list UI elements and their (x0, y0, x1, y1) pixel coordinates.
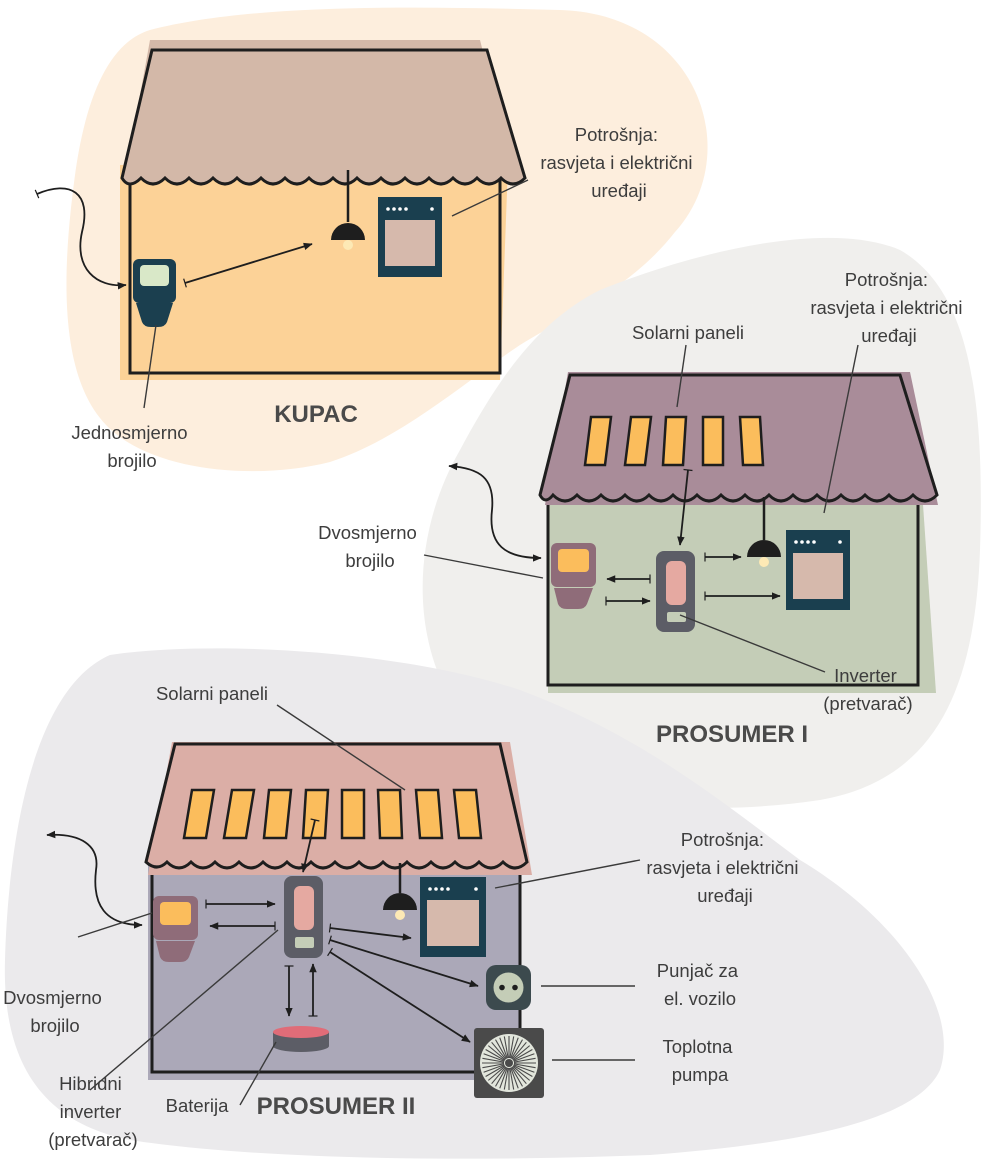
socket-icon (486, 965, 531, 1010)
appliance-icon (378, 197, 442, 277)
fan-spoke (513, 1063, 536, 1069)
battery-icon (273, 1026, 329, 1052)
kupac-consumption-label: Potrošnja: rasvjeta i električni uređaji (540, 124, 697, 201)
kupac-meter-label: Jednosmjerno brojilo (71, 422, 192, 471)
fan-spoke (513, 1057, 536, 1063)
fan-spoke (483, 1064, 505, 1073)
prosumer1-title: PROSUMER I (656, 721, 808, 748)
prosumer2-house (46, 742, 544, 1098)
prosumer2-charger-label: Punjač za el. vozilo (657, 960, 743, 1009)
meter-icon (133, 259, 176, 327)
prosumer2-labels: PROSUMER II Solarni paneli Potrošnja: ra… (3, 683, 803, 1150)
prosumer2-meter-label: Dvosmjerno brojilo (3, 987, 107, 1036)
heat-pump-icon (474, 1028, 544, 1098)
kupac-labels: KUPAC Potrošnja: rasvjeta i električni u… (71, 124, 697, 471)
fan-spoke (485, 1049, 505, 1061)
prosumer1-grid-arrow (448, 462, 542, 562)
fan-spoke (499, 1067, 508, 1089)
solar-panel-icon (583, 415, 765, 467)
fan-spoke (491, 1041, 507, 1060)
fan-spoke (495, 1039, 507, 1059)
prosumer2-inverter-label: Hibridni inverter (pretvarač) (48, 1073, 137, 1150)
fan-spoke (482, 1063, 505, 1069)
fan-spoke (495, 1067, 507, 1087)
prosumer2-title: PROSUMER II (257, 1093, 416, 1120)
prosumer2-consumption-label: Potrošnja: rasvjeta i električni uređaji (646, 829, 803, 906)
appliance-icon (786, 530, 850, 610)
fan-spoke (511, 1041, 527, 1060)
fan-spoke (485, 1065, 505, 1077)
fan-spoke (510, 1067, 519, 1089)
fan-spoke (513, 1049, 533, 1061)
fan-spoke (510, 1037, 519, 1059)
fan-spoke (509, 1067, 515, 1090)
prosumer1-labels: PROSUMER I Solarni paneli Potrošnja: ras… (318, 269, 967, 748)
prosumer1-roof (538, 373, 939, 503)
meter-icon (551, 543, 596, 609)
kupac-house (34, 40, 527, 380)
appliance-icon (420, 877, 486, 957)
callout-lines (77, 179, 859, 1106)
fan-spoke (499, 1037, 508, 1059)
prosumer2-battery-label: Baterija (166, 1095, 229, 1116)
bulb-icon (383, 863, 417, 920)
inverter-icon (656, 551, 695, 632)
bulb-icon (747, 497, 781, 567)
fan-spoke (482, 1057, 505, 1063)
fan-spoke (511, 1039, 523, 1059)
meter-icon (153, 896, 198, 962)
fan-spoke (503, 1067, 509, 1090)
prosumer1-solar-label: Solarni paneli (632, 322, 744, 343)
fan-spoke (513, 1053, 535, 1062)
bulb-icon (331, 170, 365, 250)
kupac-roof (120, 48, 527, 186)
fan-spoke (503, 1036, 509, 1059)
prosumer2-solar-label: Solarni paneli (156, 683, 268, 704)
kupac-title: KUPAC (274, 401, 358, 428)
prosumer2-heatpump-label: Toplotna pumpa (662, 1036, 737, 1085)
fan-spoke (511, 1067, 523, 1087)
kupac-wall (128, 163, 502, 375)
prosumer1-inverter-label: Inverter (pretvarač) (823, 665, 912, 714)
prosumer1-panel-to-inverter-arrow (677, 468, 693, 546)
fan-spoke (491, 1066, 507, 1085)
fan-spoke (512, 1065, 531, 1081)
inverter-icon (284, 876, 323, 958)
prosumer2-grid-arrow (46, 830, 143, 929)
prosumer2-inverter-to-heatpump-arrow (327, 947, 471, 1043)
fan-spoke (511, 1066, 527, 1085)
fan-spoke (509, 1036, 515, 1059)
kupac-meter-to-bulb-arrow (183, 242, 313, 288)
fan-spoke (513, 1064, 535, 1073)
prosumer1-house (448, 372, 939, 693)
fan-spoke (483, 1053, 505, 1062)
fan-spoke (487, 1065, 506, 1081)
kupac-grid-arrow (34, 187, 127, 290)
prosumer1-wall (546, 488, 920, 687)
fan-spoke (513, 1065, 533, 1077)
prosumer1-meter-label: Dvosmjerno brojilo (318, 522, 422, 571)
prosumer2-panel-to-inverter-arrow (301, 818, 320, 873)
prosumer1-consumption-label: Potrošnja: rasvjeta i električni uređaji (810, 269, 967, 346)
fan-spoke (512, 1045, 531, 1061)
fan-spoke (487, 1045, 506, 1061)
